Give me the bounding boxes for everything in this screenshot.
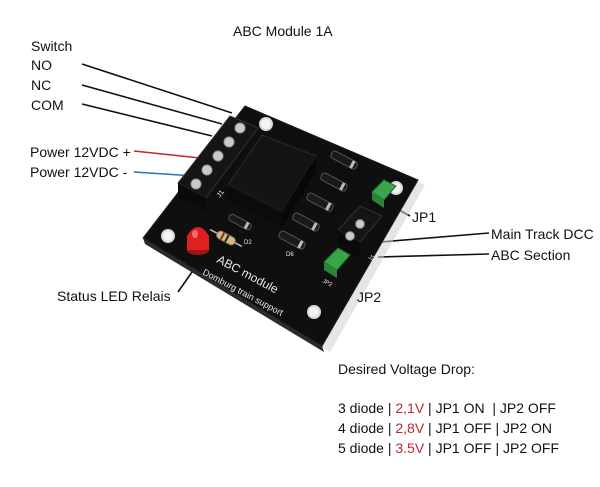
- label-com: COM: [31, 97, 64, 113]
- leader-abc-section: [377, 253, 490, 258]
- resistor: [209, 228, 243, 248]
- jp1-state: JP1 ON: [435, 400, 485, 416]
- voltage-value: 2,8V: [395, 420, 425, 436]
- pcb-edge: [143, 238, 324, 352]
- diode-count: 5 diode: [338, 440, 384, 456]
- label-jp1: JP1: [412, 209, 437, 225]
- silk-j1: J1: [216, 189, 226, 199]
- leader-no: [81, 63, 233, 114]
- jumper-jp2: [323, 247, 351, 278]
- jp2-state: JP2 OFF: [499, 400, 556, 416]
- label-power-plus: Power 12VDC +: [30, 144, 131, 160]
- terminal-block-j2: [337, 205, 383, 258]
- jp1-state: JP1 OFF: [435, 440, 492, 456]
- diagram-title: ABC Module 1A: [233, 23, 333, 39]
- leader-nc: [81, 84, 223, 125]
- silk-d2: D2: [244, 240, 252, 246]
- status-led: [187, 227, 209, 255]
- diode-count: 3 diode: [338, 400, 384, 416]
- leader-status-led: [177, 271, 193, 293]
- silk-d6: D6: [286, 252, 294, 258]
- voltage-value: 3.5V: [395, 440, 425, 456]
- diodes: [228, 150, 358, 250]
- voltage-row: 4 diode | 2,8V | JP1 OFF | JP2 ON: [338, 420, 553, 436]
- silk-j2: J2: [367, 254, 376, 263]
- jumper-jp1: [371, 179, 397, 208]
- switch-heading: Switch: [31, 38, 73, 54]
- voltage-heading: Desired Voltage Drop:: [338, 361, 475, 377]
- diode-count: 4 diode: [338, 420, 384, 436]
- label-status-led: Status LED Relais: [57, 288, 171, 304]
- silk-jp2: JP2: [321, 278, 334, 288]
- wire-power-plus: [133, 150, 201, 159]
- jp2-state: JP2 OFF: [503, 440, 560, 456]
- label-abc-section: ABC Section: [491, 247, 571, 263]
- label-power-minus: Power 12VDC -: [30, 164, 128, 180]
- label-main-track: Main Track DCC: [491, 226, 594, 242]
- voltage-row: 3 diode | 2,1V | JP1 ON | JP2 OFF: [338, 400, 556, 416]
- leader-main-track: [379, 232, 490, 243]
- label-jp2: JP2: [357, 289, 382, 305]
- leader-com: [81, 103, 213, 137]
- voltage-value: 2,1V: [395, 400, 425, 416]
- jp1-state: JP1 OFF: [435, 420, 492, 436]
- jp2-state: JP2 ON: [503, 420, 553, 436]
- terminal-block-j1: [177, 115, 259, 212]
- relay: [227, 134, 317, 228]
- label-nc: NC: [31, 77, 52, 93]
- label-no: NO: [31, 57, 52, 73]
- voltage-row: 5 diode | 3.5V | JP1 OFF | JP2 OFF: [338, 440, 560, 456]
